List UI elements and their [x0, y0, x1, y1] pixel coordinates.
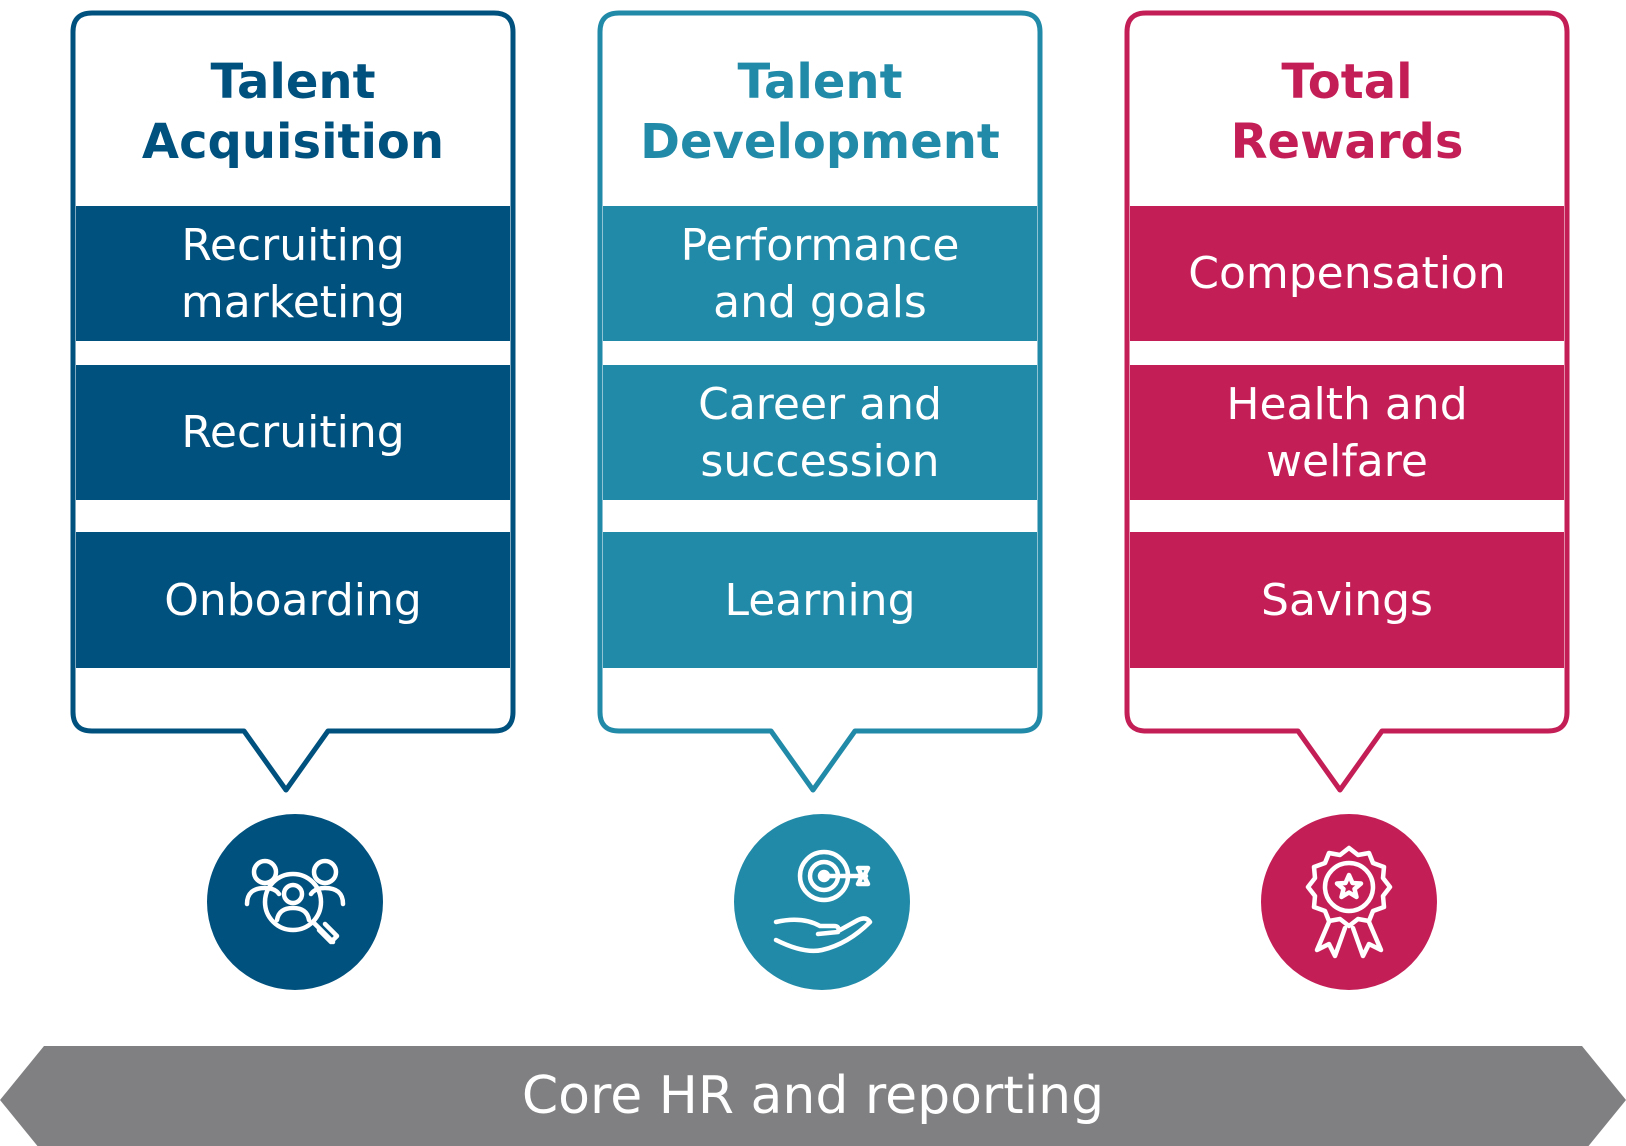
people-search-icon — [207, 814, 383, 990]
item-performance-and-goals: Performance and goals — [603, 206, 1037, 341]
item-label: marketing — [180, 276, 406, 328]
column-title-line: Development — [640, 114, 1000, 170]
column-talent-acquisition: Talent Acquisition Recruiting marketing … — [70, 10, 516, 795]
column-title-line: Total — [1281, 54, 1413, 110]
core-hr-arrow-shape — [0, 1046, 1626, 1146]
column-title-line: Talent — [210, 54, 376, 110]
core-hr-bar: Core HR and reporting — [0, 1046, 1626, 1146]
item-recruiting: Recruiting — [76, 365, 510, 500]
item-compensation: Compensation — [1130, 206, 1564, 341]
item-label: Recruiting — [181, 407, 405, 458]
target-hand-icon — [734, 814, 910, 990]
item-label: and goals — [713, 276, 927, 328]
column-title: Talent Development — [617, 52, 1023, 172]
item-career-and-succession: Career and succession — [603, 365, 1037, 500]
item-label: Onboarding — [164, 574, 422, 626]
item-label: Savings — [1261, 574, 1433, 626]
item-health-and-welfare: Health and welfare — [1130, 365, 1564, 500]
core-hr-label: Core HR and reporting — [521, 1066, 1105, 1126]
item-label: Career and — [698, 378, 942, 430]
item-label: Performance — [680, 219, 960, 271]
item-recruiting-marketing: Recruiting marketing — [76, 206, 510, 341]
core-hr-arrow — [0, 1046, 1626, 1146]
column-talent-development: Talent Development Performance and goals… — [597, 10, 1043, 795]
column-title-line: Acquisition — [141, 114, 445, 170]
item-label: welfare — [1266, 435, 1428, 487]
column-title: Talent Acquisition — [90, 52, 496, 172]
item-learning: Learning — [603, 532, 1037, 668]
item-label: Compensation — [1188, 248, 1506, 299]
column-total-rewards: Total Rewards Compensation Health and we… — [1124, 10, 1570, 795]
item-label: Recruiting — [181, 219, 405, 271]
column-title-line: Rewards — [1230, 114, 1464, 170]
column-title: Total Rewards — [1144, 52, 1550, 172]
item-label: succession — [700, 435, 940, 487]
column-title-line: Talent — [737, 54, 903, 110]
item-savings: Savings — [1130, 532, 1564, 668]
item-label: Health and — [1226, 378, 1468, 430]
award-badge-icon — [1261, 814, 1437, 990]
item-label: Learning — [724, 574, 916, 626]
item-onboarding: Onboarding — [76, 532, 510, 668]
